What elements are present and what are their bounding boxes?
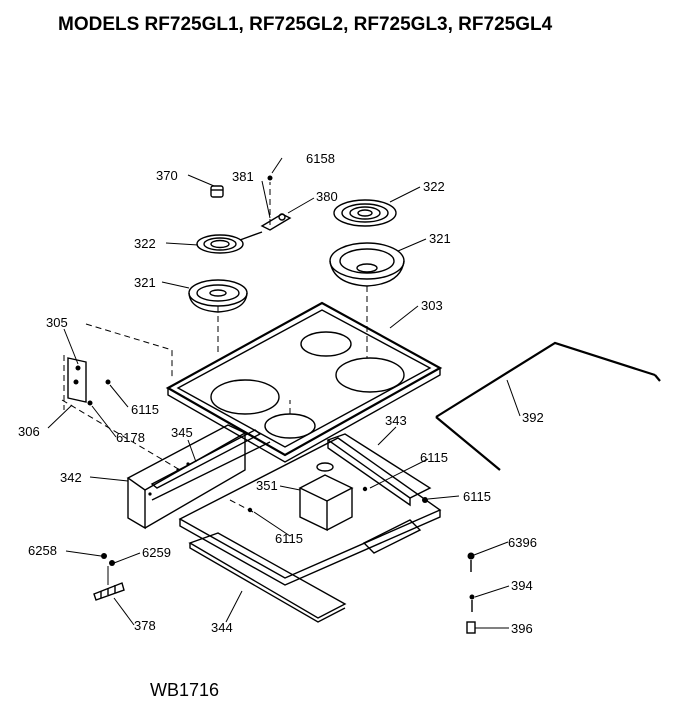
label-394: 394 — [511, 578, 533, 593]
manifold-panel-342 — [126, 424, 247, 530]
rod-392 — [435, 341, 661, 471]
label-321-right: 321 — [429, 231, 451, 246]
label-6396: 6396 — [508, 535, 537, 550]
label-351: 351 — [256, 478, 278, 493]
label-396: 396 — [511, 621, 533, 636]
label-6115-panel: 6115 — [420, 450, 448, 465]
rail-345 — [150, 429, 271, 501]
label-6259: 6259 — [142, 545, 171, 560]
leader-lines — [47, 157, 521, 629]
label-381: 381 — [232, 169, 254, 184]
small-surface-unit — [196, 231, 263, 254]
label-303: 303 — [421, 298, 443, 313]
label-306: 306 — [18, 424, 40, 439]
large-drip-pan — [329, 242, 405, 287]
terminal-block-378 — [93, 553, 125, 601]
label-6258: 6258 — [28, 543, 57, 558]
label-6178: 6178 — [116, 430, 145, 445]
label-6115-bracket: 6115 — [131, 402, 159, 417]
label-380: 380 — [316, 189, 338, 204]
guide-line-4 — [85, 323, 173, 380]
inner-panel-343 — [326, 433, 432, 507]
drawing-code: WB1716 — [150, 680, 219, 700]
label-305: 305 — [46, 315, 68, 330]
label-392: 392 — [522, 410, 544, 425]
box-351 — [298, 462, 354, 532]
label-322-left: 322 — [134, 236, 156, 251]
large-surface-unit — [333, 199, 397, 227]
label-6158: 6158 — [306, 151, 335, 166]
label-343: 343 — [385, 413, 407, 428]
models-title: MODELS RF725GL1, RF725GL2, RF725GL3, RF7… — [58, 14, 553, 35]
label-378: 378 — [134, 618, 156, 633]
cooktop-303 — [165, 301, 443, 463]
label-321-left: 321 — [134, 275, 156, 290]
label-322-right: 322 — [423, 179, 445, 194]
receptacle-381 — [260, 213, 292, 231]
label-6115-bottom: 6115 — [275, 531, 303, 546]
label-342: 342 — [60, 470, 82, 485]
label-370: 370 — [156, 168, 178, 183]
screw-6158 — [267, 175, 273, 181]
guide-line-5 — [61, 399, 181, 471]
label-344: 344 — [211, 620, 233, 635]
label-345: 345 — [171, 425, 193, 440]
label-6115-tray: 6115 — [463, 489, 491, 504]
bottom-tray-344 — [178, 437, 442, 586]
screw-stack-6396-394-396 — [466, 552, 476, 634]
base-plate-344 — [188, 532, 347, 623]
bracket-305-306 — [67, 357, 111, 406]
knob-370 — [210, 185, 224, 198]
